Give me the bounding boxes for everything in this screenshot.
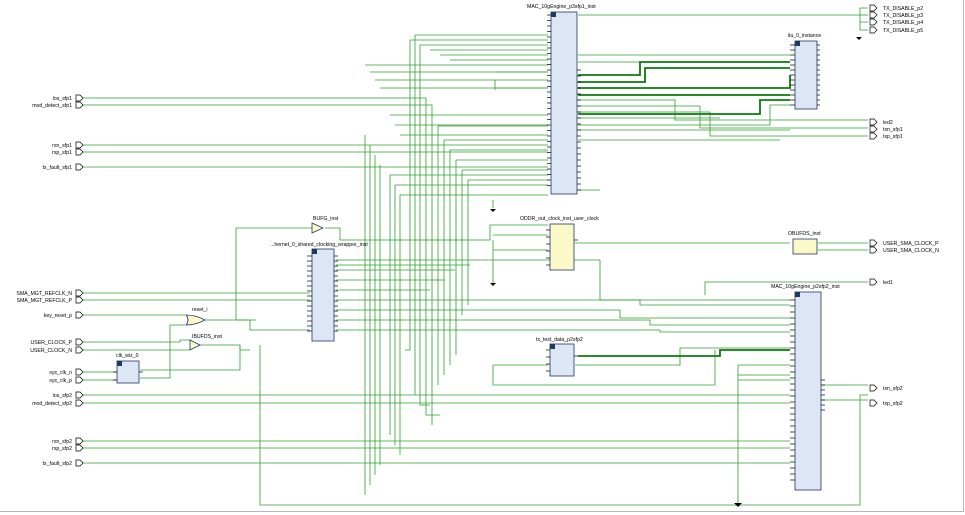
clk-wiz-label: clk_wiz_0 [116,353,139,359]
ila-label: ila_0_instance [788,33,821,39]
input-port-key_reset_p[interactable]: key_reset_p [44,311,84,319]
input-port-user_clock_p[interactable]: USER_CLOCK_P [30,338,84,346]
input-port-label: rxn_sfp1 [52,143,72,149]
tx-test-block[interactable]: tx_test_data_p2sfp2 [536,337,583,377]
input-port-label: mod_detect_sfp2 [32,401,72,407]
input-port-label: mod_detect_sfp1 [32,103,72,109]
output-port-txp_sfp1[interactable]: txp_sfp1 [869,132,903,140]
input-port-sma_mgt_refclk_n[interactable]: SMA_MGT_REFCLK_N [16,289,84,297]
block-pins [113,14,825,481]
bus-wires [578,61,791,357]
input-port-sma_mgt_refclk_p[interactable]: SMA_MGT_REFCLK_P [17,296,84,304]
oddr-label: ODDR_out_clock_inst_user_clock [520,216,599,222]
output-port-tx_disable_p5[interactable]: TX_DISABLE_p5 [869,26,923,34]
output-port-txn_sfp2[interactable]: txn_sfp2 [869,384,903,392]
ethernet-wrapper-block[interactable]: ...hernet_0_shared_clocking_wrapper_inst [270,242,368,342]
input-port-label: key_reset_p [44,313,72,319]
net-wires [82,7,868,506]
tx-test-label: tx_test_data_p2sfp2 [536,337,583,343]
ground-symbols [490,37,862,507]
input-port-rxn_sfp1[interactable]: rxn_sfp1 [52,141,84,149]
output-port-txn_sfp1[interactable]: txn_sfp1 [869,125,903,133]
mac2-label: MAC_10gEngine_p2sfp2_inst [771,284,840,290]
mac2-block[interactable]: MAC_10gEngine_p2sfp2_inst [771,284,840,491]
output-port-label: led2 [883,120,893,126]
output-port-label: USER_SMA_CLOCK_P [883,241,939,247]
ila-block[interactable]: ila_0_instance [788,33,821,110]
input-port-tx_fault_sfp2[interactable]: tx_fault_sfp2 [43,459,84,467]
mac1-block[interactable]: MAC_10gEngine_p3sfp1_inst [527,4,596,195]
output-port-label: TX_DISABLE_p5 [883,28,923,34]
bufg-label: BUFG_inst [313,216,339,222]
input-port-label: sys_clk_n [49,370,72,376]
obufds-label: OBUFDS_inst [788,231,821,237]
input-port-los_sfp1[interactable]: los_sfp1 [53,94,84,102]
output-port-label: txn_sfp2 [883,386,903,392]
input-port-label: USER_CLOCK_N [30,348,72,354]
input-port-rxn_sfp2[interactable]: rxn_sfp2 [52,437,84,445]
output-port-tx_disable_p3[interactable]: TX_DISABLE_p3 [869,11,923,19]
bufg-block[interactable]: BUFG_inst [311,216,339,234]
output-port-label: txn_sfp1 [883,127,903,133]
input-port-mod_detect_sfp2[interactable]: mod_detect_sfp2 [32,399,84,407]
oddr-block[interactable]: ODDR_out_clock_inst_user_clock [520,216,599,271]
input-port-label: sys_clk_p [49,378,72,384]
output-port-label: USER_SMA_CLOCK_N [883,248,939,254]
output-ports: TX_DISABLE_p2TX_DISABLE_p3TX_DISABLE_p4T… [869,4,939,407]
input-port-label: tx_fault_sfp2 [43,461,73,467]
output-port-label: TX_DISABLE_p2 [883,6,923,12]
input-port-sys_clk_n[interactable]: sys_clk_n [49,368,84,376]
input-port-sys_clk_p[interactable]: sys_clk_p [49,376,84,384]
input-port-rxp_sfp1[interactable]: rxp_sfp1 [52,148,84,156]
input-port-label: los_sfp2 [53,393,72,399]
input-port-rxp_sfp2[interactable]: rxp_sfp2 [52,444,84,452]
reset-label: reset_i [192,307,208,313]
output-port-tx_disable_p2[interactable]: TX_DISABLE_p2 [869,4,923,12]
input-port-label: rxp_sfp2 [52,446,72,452]
obufds-block[interactable]: OBUFDS_inst [788,231,821,255]
input-port-label: USER_CLOCK_P [30,340,72,346]
input-port-label: rxp_sfp1 [52,150,72,156]
input-port-label: los_sfp1 [53,96,72,102]
output-port-led1[interactable]: led1 [869,278,893,286]
clk-wiz-block[interactable]: clk_wiz_0 [116,353,140,384]
input-port-label: SMA_MGT_REFCLK_N [16,291,72,297]
input-port-mod_detect_sfp1[interactable]: mod_detect_sfp1 [32,101,84,109]
reset-gate[interactable]: reset_i [185,307,208,326]
ibufds-label: IBUFDS_inst [192,334,223,340]
output-port-tx_disable_p4[interactable]: TX_DISABLE_p4 [869,18,923,26]
mac1-label: MAC_10gEngine_p3sfp1_inst [527,4,596,10]
output-port-label: TX_DISABLE_p4 [883,20,923,26]
input-port-label: rxn_sfp2 [52,439,72,445]
ethernet-wrapper-label: ...hernet_0_shared_clocking_wrapper_inst [270,242,368,248]
output-port-user_sma_clock_n[interactable]: USER_SMA_CLOCK_N [869,246,939,254]
output-port-label: led1 [883,280,893,286]
input-port-label: SMA_MGT_REFCLK_P [17,298,73,304]
input-port-user_clock_n[interactable]: USER_CLOCK_N [30,346,84,354]
output-port-label: txp_sfp1 [883,134,903,140]
ibufds-block[interactable]: IBUFDS_inst [189,334,223,351]
input-port-los_sfp2[interactable]: los_sfp2 [53,391,84,399]
output-port-led2[interactable]: led2 [869,118,893,126]
output-port-label: txp_sfp2 [883,401,903,407]
input-port-label: tx_fault_sfp1 [43,165,73,171]
output-port-txp_sfp2[interactable]: txp_sfp2 [869,399,903,407]
input-port-tx_fault_sfp1[interactable]: tx_fault_sfp1 [43,163,84,171]
output-port-user_sma_clock_p[interactable]: USER_SMA_CLOCK_P [869,239,939,247]
output-port-label: TX_DISABLE_p3 [883,13,923,19]
